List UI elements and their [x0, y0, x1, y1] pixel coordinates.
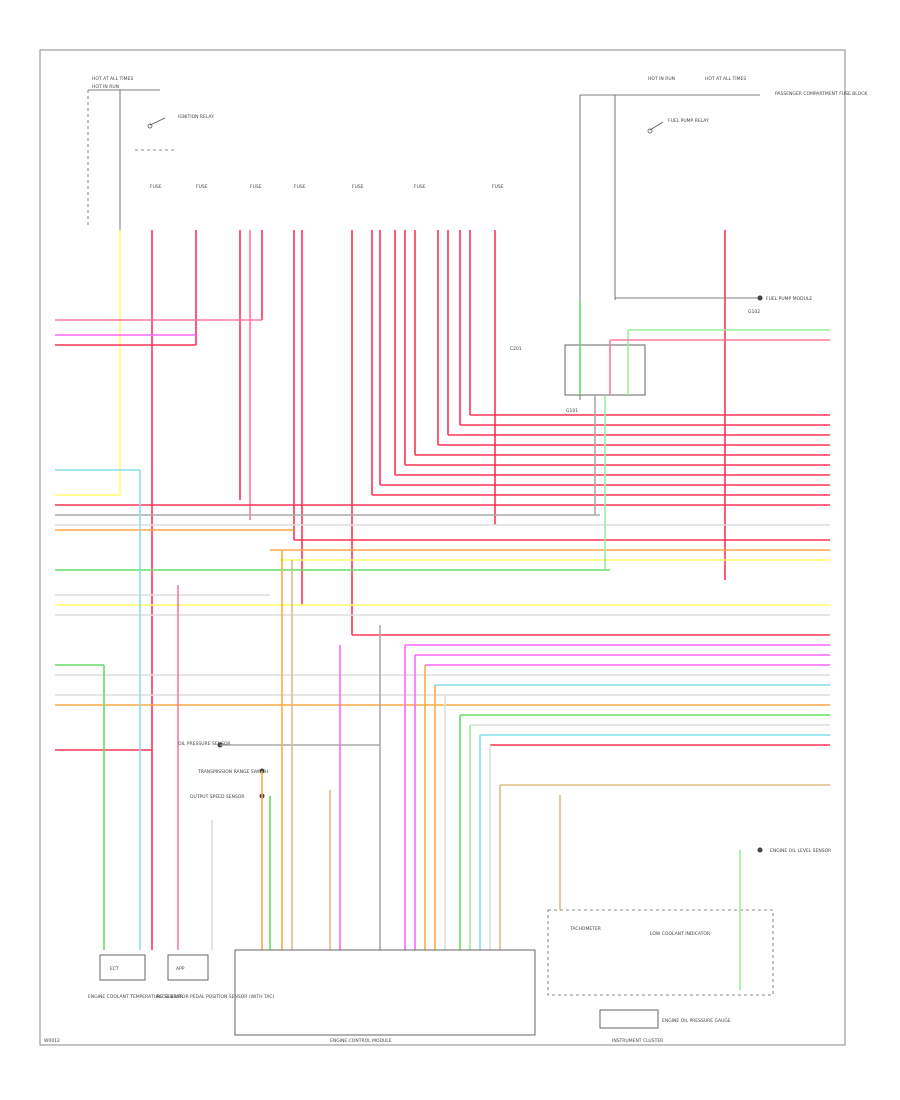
fuse-label-row: FUSE FUSE FUSE FUSE FUSE FUSE FUSE	[150, 184, 504, 190]
harness-wires	[55, 319, 830, 786]
fuel-pump-module-label: FUEL PUMP MODULE	[766, 296, 812, 302]
top-left-relay-group: HOT AT ALL TIMES HOT IN RUN IGNITION REL…	[87, 76, 214, 230]
engine-coolant-sensor-label: ENGINE COOLANT TEMPERATURE SENSOR	[88, 994, 183, 1000]
transmission-sensor-label: TRANSMISSION RANGE SWITCH	[197, 769, 268, 775]
fuel-pump-relay-label: FUEL PUMP RELAY	[668, 118, 709, 124]
engine-control-module-label: ENGINE CONTROL MODULE	[330, 1038, 392, 1044]
fuse-label-5: FUSE	[352, 184, 364, 190]
fuse-label-4: FUSE	[294, 184, 306, 190]
hot-in-run-left-label: HOT IN RUN	[92, 84, 119, 90]
middle-sensors: TRANSMISSION RANGE SWITCH OUTPUT SPEED S…	[178, 550, 561, 950]
top-right-hot-label-2: HOT AT ALL TIMES	[705, 76, 746, 82]
engine-oil-pressure-gauge-label: ENGINE OIL PRESSURE GAUGE	[662, 1018, 731, 1024]
top-right-note: PASSENGER COMPARTMENT FUSE BLOCK	[775, 91, 868, 97]
tachometer-label: TACHOMETER	[569, 926, 601, 932]
throttle-sensor: APP ACCELERATOR PEDAL POSITION SENSOR (W…	[156, 954, 274, 1000]
mid-connector-label: C201	[510, 346, 522, 352]
left-sensor-wires	[55, 469, 213, 950]
top-right-relay-group: HOT IN RUN HOT AT ALL TIMES PASSENGER CO…	[579, 76, 868, 400]
ignition-relay-label: IGNITION RELAY	[178, 114, 214, 120]
diagram-frame	[39, 49, 846, 1046]
instrument-cluster-label: INSTRUMENT CLUSTER	[612, 1038, 663, 1044]
engine-coolant-sensor: ECT ENGINE COOLANT TEMPERATURE SENSOR	[88, 954, 183, 1000]
fuse-output-wires	[119, 230, 726, 950]
ect-short-label: ECT	[110, 966, 119, 972]
fuse-label-7: FUSE	[492, 184, 504, 190]
app-short-label: APP	[176, 966, 185, 972]
throttle-sensor-label: ACCELERATOR PEDAL POSITION SENSOR (WITH …	[156, 994, 274, 1000]
ground-label: G101	[566, 408, 578, 414]
engine-control-module: ENGINE CONTROL MODULE	[234, 949, 536, 1044]
output-speed-label: OUTPUT SPEED SENSOR	[190, 794, 245, 800]
footer-left-label: W0012	[44, 1038, 60, 1044]
oil-level-sensor-label: ENGINE OIL LEVEL SENSOR	[770, 848, 831, 854]
low-coolant-label: LOW COOLANT INDICATOR	[650, 931, 710, 937]
mid-connector-group: C201 G101	[510, 300, 830, 570]
fuse-label-3: FUSE	[250, 184, 262, 190]
fuse-label-2: FUSE	[196, 184, 208, 190]
instrument-cluster: INSTRUMENT CLUSTER TACHOMETER LOW COOLAN…	[547, 847, 831, 1044]
top-right-hot-label-1: HOT IN RUN	[648, 76, 675, 82]
fuse-label-1: FUSE	[150, 184, 162, 190]
hot-at-all-times-left-label: HOT AT ALL TIMES	[92, 76, 133, 82]
right-ground-label: G102	[748, 309, 760, 315]
oil-pressure-label: OIL PRESSURE SENSOR	[178, 741, 231, 747]
fuse-label-6: FUSE	[414, 184, 426, 190]
